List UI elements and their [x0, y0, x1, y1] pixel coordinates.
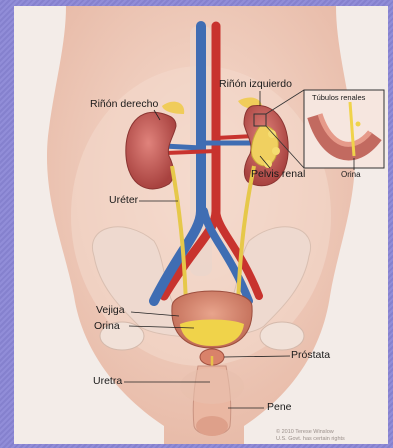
label-penis: Pene: [267, 402, 292, 413]
kidney-right-shape: [126, 112, 176, 189]
calyx-1: [268, 130, 276, 138]
anatomy-illustration: Riñón derecho Riñón izquierdo Túbulos re…: [14, 6, 388, 444]
inset-dot: [356, 122, 361, 127]
label-ureter: Uréter: [109, 195, 138, 206]
scrotum: [180, 368, 244, 404]
label-tubules: Túbulos renales: [312, 94, 365, 102]
glans: [196, 416, 228, 436]
label-prostate: Próstata: [291, 350, 330, 361]
label-kidney-left: Riñón izquierdo: [219, 79, 292, 90]
label-urine-inset: Orina: [341, 171, 361, 179]
credit-line-2: U.S. Govt. has certain rights: [276, 436, 345, 442]
renal-vessels-right: [164, 146, 201, 148]
calyx-3: [264, 160, 272, 168]
label-urine: Orina: [94, 321, 120, 332]
calyx-2: [272, 147, 280, 155]
label-renal-pelvis: Pelvis renal: [251, 169, 305, 180]
urinary-system-diagram: [14, 6, 388, 444]
label-bladder: Vejiga: [96, 305, 125, 316]
renal-vessels-right-artery: [166, 151, 216, 153]
hip-socket-right: [260, 322, 304, 350]
label-urethra: Uretra: [93, 376, 122, 387]
label-kidney-right: Riñón derecho: [90, 99, 158, 110]
credit-line-1: © 2010 Terese Winslow: [276, 429, 334, 435]
